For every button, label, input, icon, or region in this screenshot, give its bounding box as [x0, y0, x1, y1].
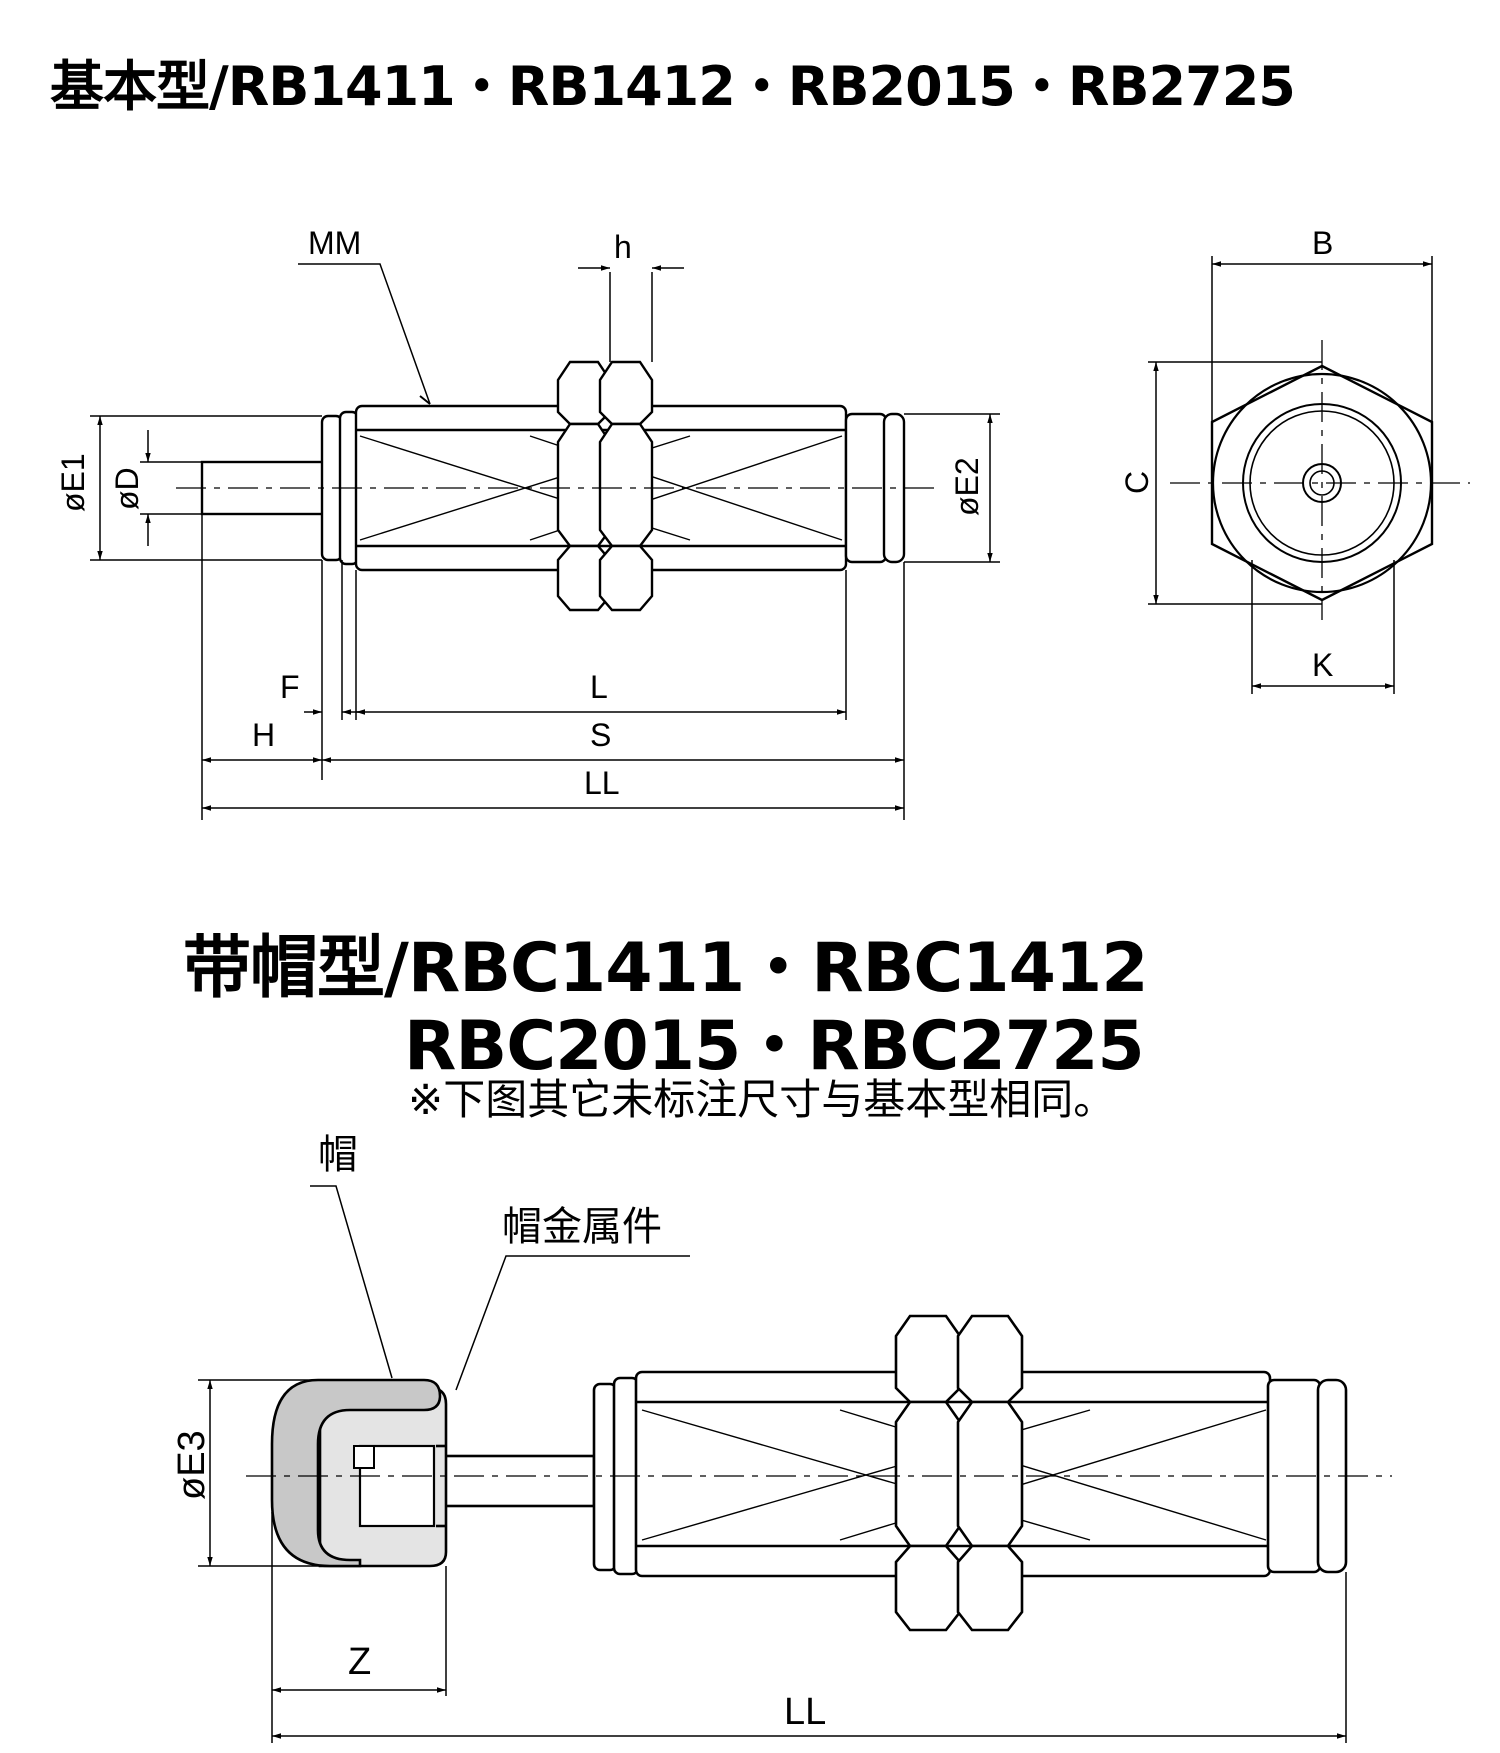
label-c: C: [1119, 471, 1155, 494]
label-mm: MM: [308, 225, 361, 261]
basic-type-title: 基本型/RB1411・RB1412・RB2015・RB2725: [50, 55, 1296, 118]
label-ll-cap: LL: [784, 1691, 826, 1733]
label-z: Z: [348, 1641, 371, 1683]
cap-hex-nut-2: [956, 1314, 1024, 1632]
cap-fitting-leader: [455, 1255, 690, 1391]
cap-rod: [442, 1454, 596, 1508]
cap-shape: [270, 1378, 442, 1568]
label-cap-fitting: 帽金属件: [502, 1204, 662, 1250]
basic-side-dimensions: [90, 263, 1000, 820]
label-k: K: [1312, 647, 1333, 683]
mm-leader: [298, 263, 431, 405]
basic-end-dimensions: [1148, 256, 1433, 694]
cap-side-dimensions: [198, 1185, 1347, 1743]
label-phi-e2: øE2: [949, 457, 985, 516]
basic-end-view: [1170, 340, 1470, 620]
label-h-stroke: H: [252, 717, 275, 753]
hex-nut-2: [598, 360, 654, 612]
basic-side-view: [176, 360, 940, 612]
label-s: S: [590, 717, 611, 753]
cap-leader: [310, 1185, 393, 1379]
cap-type-title-line1: 带帽型/RBC1411・RBC1412: [183, 929, 1149, 1008]
label-phi-e1: øE1: [55, 453, 91, 512]
label-phi-d: øD: [109, 467, 145, 510]
cap-type-title-line2: RBC2015・RBC2725: [404, 1007, 1145, 1086]
label-h: h: [614, 229, 632, 265]
label-cap: 帽: [318, 1132, 358, 1178]
label-b: B: [1312, 225, 1333, 261]
cap-type-note: ※下图其它未标注尺寸与基本型相同。: [408, 1075, 1116, 1124]
label-l: L: [590, 669, 608, 705]
hex-nut-1: [556, 360, 612, 612]
cap-hex-nut-1: [894, 1314, 962, 1632]
label-phi-e3: øE3: [171, 1430, 213, 1500]
label-f: F: [280, 669, 300, 705]
cap-side-view: [246, 1314, 1392, 1632]
label-ll: LL: [584, 765, 620, 801]
